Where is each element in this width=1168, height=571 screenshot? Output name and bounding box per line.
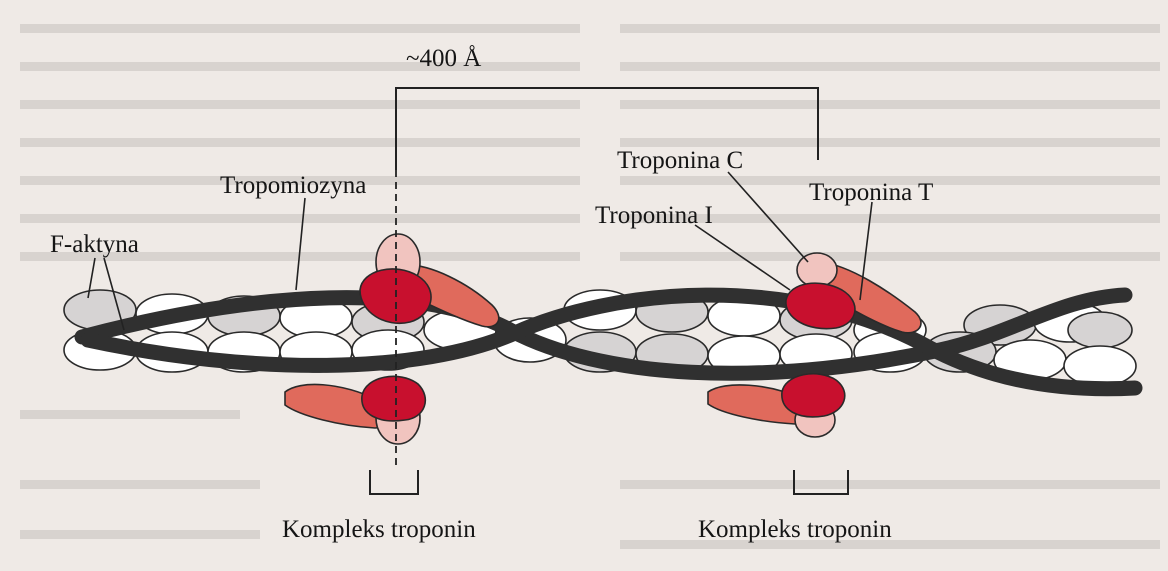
label-f-aktyna: F-aktyna xyxy=(50,232,139,257)
troponin-i-shape xyxy=(782,374,845,417)
period-label: ~400 Å xyxy=(406,46,481,71)
label-tropomiozyna: Tropomiozyna xyxy=(220,173,366,198)
actin-bead xyxy=(1064,346,1136,386)
label-troponina-t: Troponina T xyxy=(809,180,933,205)
label-troponina-i: Troponina I xyxy=(595,203,713,228)
actin-bead xyxy=(1068,312,1132,348)
troponin-c-shape xyxy=(797,253,837,287)
troponin-i-shape xyxy=(362,376,425,421)
label-kompleks-troponin-left: Kompleks troponin xyxy=(282,517,476,542)
label-troponina-c: Troponina C xyxy=(617,148,743,173)
label-kompleks-troponin-right: Kompleks troponin xyxy=(698,517,892,542)
